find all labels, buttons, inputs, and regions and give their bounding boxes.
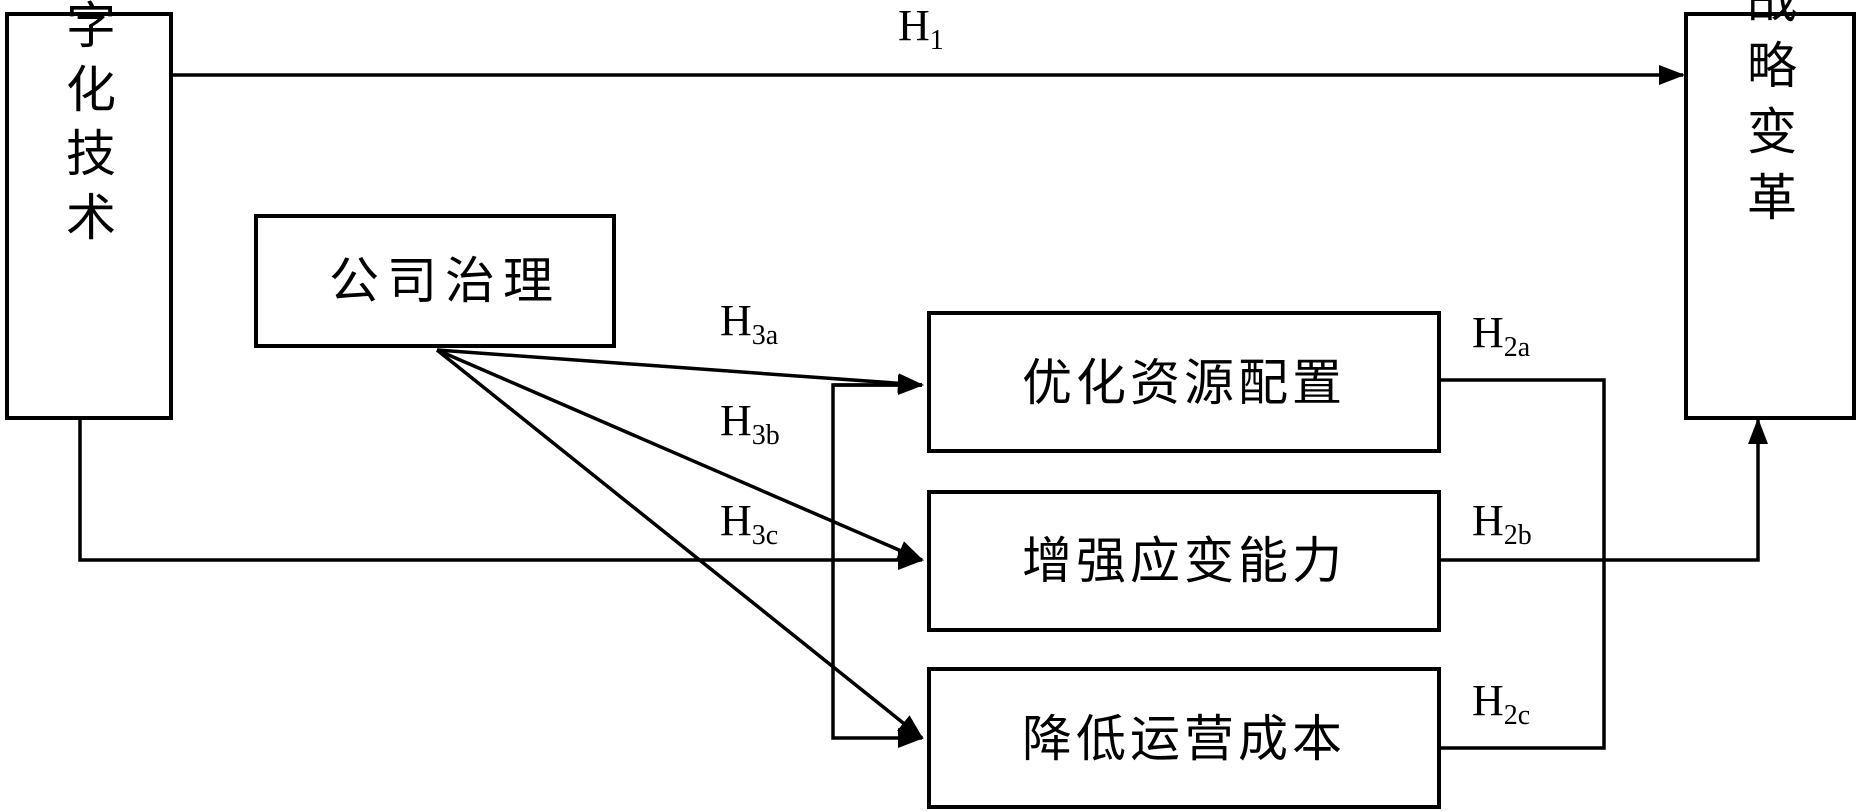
node-reduce-costs-label: 降低运营成本 — [1022, 710, 1346, 768]
node-digital-tech: 数字化技术 — [5, 0, 173, 420]
edge-h3c — [435, 348, 924, 740]
label-h3b: H3b — [720, 396, 780, 451]
node-optimize-resources: 优化资源配置 — [927, 311, 1441, 453]
node-enhance-adaptability-label: 增强应变能力 — [1022, 532, 1346, 590]
label-h1: H1 — [898, 1, 944, 56]
node-corporate-governance: 公司治理 — [254, 214, 616, 348]
node-reduce-costs: 降低运营成本 — [927, 667, 1441, 809]
node-strategic-change-label: 战略变革 — [1739, 0, 1797, 237]
label-h3c: H3c — [720, 496, 778, 551]
node-corporate-governance-label: 公司治理 — [329, 252, 561, 310]
label-h2a: H2a — [1472, 308, 1531, 363]
label-h2b: H2b — [1472, 496, 1532, 551]
label-h2c: H2c — [1472, 676, 1530, 731]
node-optimize-resources-label: 优化资源配置 — [1022, 354, 1346, 412]
node-digital-tech-label: 数字化技术 — [58, 0, 116, 255]
node-enhance-adaptability: 增强应变能力 — [927, 490, 1441, 632]
edge-h2b-to-strategic-change — [1440, 418, 1768, 562]
edge-h3b — [436, 348, 924, 562]
edge-h3a — [436, 348, 924, 394]
node-strategic-change: 战略变革 — [1684, 0, 1856, 420]
edge-h2a — [1440, 378, 1606, 750]
edge-digital-to-adaptability — [78, 418, 924, 570]
label-h3a: H3a — [720, 296, 779, 351]
